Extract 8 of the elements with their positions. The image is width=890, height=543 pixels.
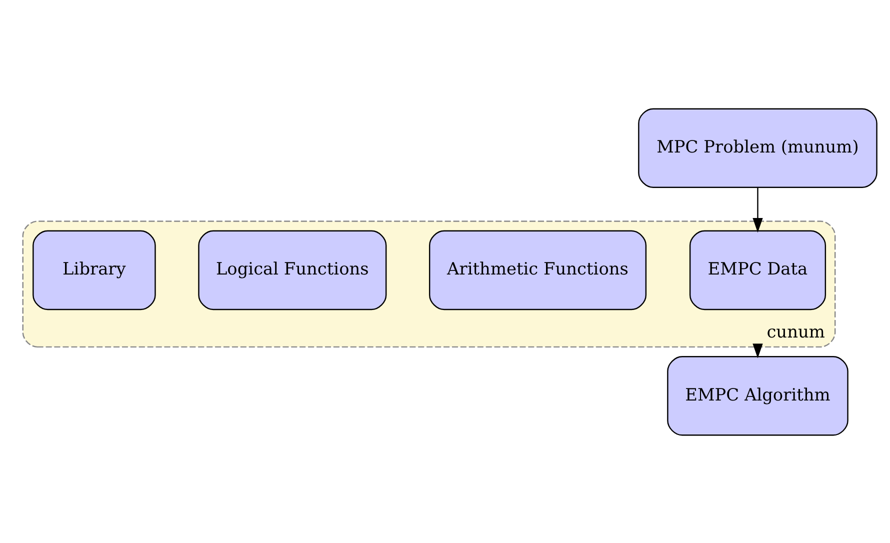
arrow: [752, 343, 763, 358]
node-box: EMPC Algorithm: [667, 356, 848, 436]
arrow: [752, 187, 763, 232]
node-box: MPC Problem (munum): [638, 108, 878, 188]
node-box: Logical Functions: [198, 230, 387, 310]
node-box: Library: [32, 230, 156, 310]
node-box: EMPC Data: [689, 230, 826, 310]
node-box: Arithmetic Functions: [428, 230, 647, 310]
